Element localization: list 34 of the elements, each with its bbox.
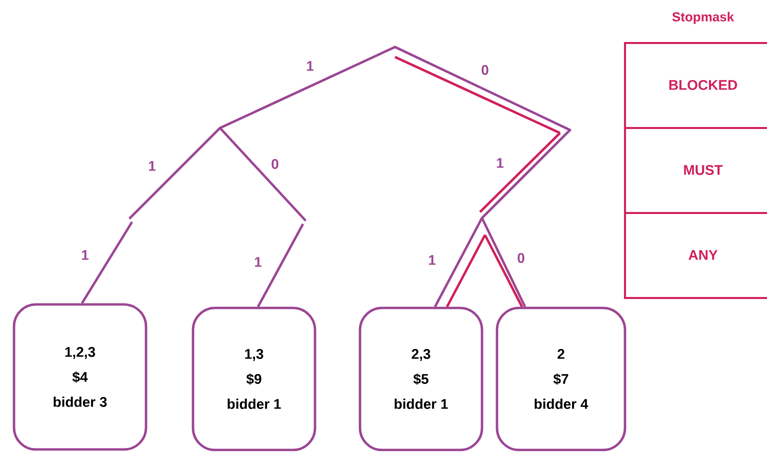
edge-label: 1 (305, 60, 315, 72)
branch-point (128, 216, 132, 220)
tree-branch (80, 221, 134, 304)
tree-branch (446, 234, 486, 308)
tree-branch (394, 46, 571, 132)
edge-label: 1 (147, 160, 157, 172)
edge-label: 0 (270, 158, 280, 170)
table-heading: Stopmask (672, 12, 734, 24)
tree-branch (220, 46, 396, 130)
table-cell: ANY (688, 250, 718, 260)
tree-branch (479, 132, 561, 213)
tree-branch (484, 234, 524, 308)
tree-branch (480, 217, 526, 308)
table-cell: MUST (684, 165, 723, 175)
leaf-box: 2,3 $5 bidder 1 (358, 306, 484, 452)
edge-label: 1 (427, 254, 437, 266)
leaf-box: 2 $7 bidder 4 (496, 306, 626, 452)
branch-point (568, 128, 572, 132)
tree-branch (219, 127, 306, 221)
edge-label: 1 (495, 157, 505, 169)
edge-label: 0 (516, 252, 526, 264)
tree-branch (434, 217, 484, 308)
edge-label: 1 (80, 249, 90, 261)
edge-label: 1 (253, 256, 263, 268)
branch-point (304, 218, 306, 222)
edge-label: 0 (480, 64, 490, 76)
tree-branch (256, 223, 304, 308)
leaf-box: 1,3 $9 bidder 1 (192, 306, 316, 452)
leaf-box: 1,2,3 $4 bidder 3 (12, 303, 148, 451)
tree-branch (129, 127, 221, 219)
tree-branch (394, 56, 560, 134)
table-cell: BLOCKED (669, 80, 738, 90)
tree-branch (481, 129, 571, 219)
branch-point (394, 46, 396, 48)
